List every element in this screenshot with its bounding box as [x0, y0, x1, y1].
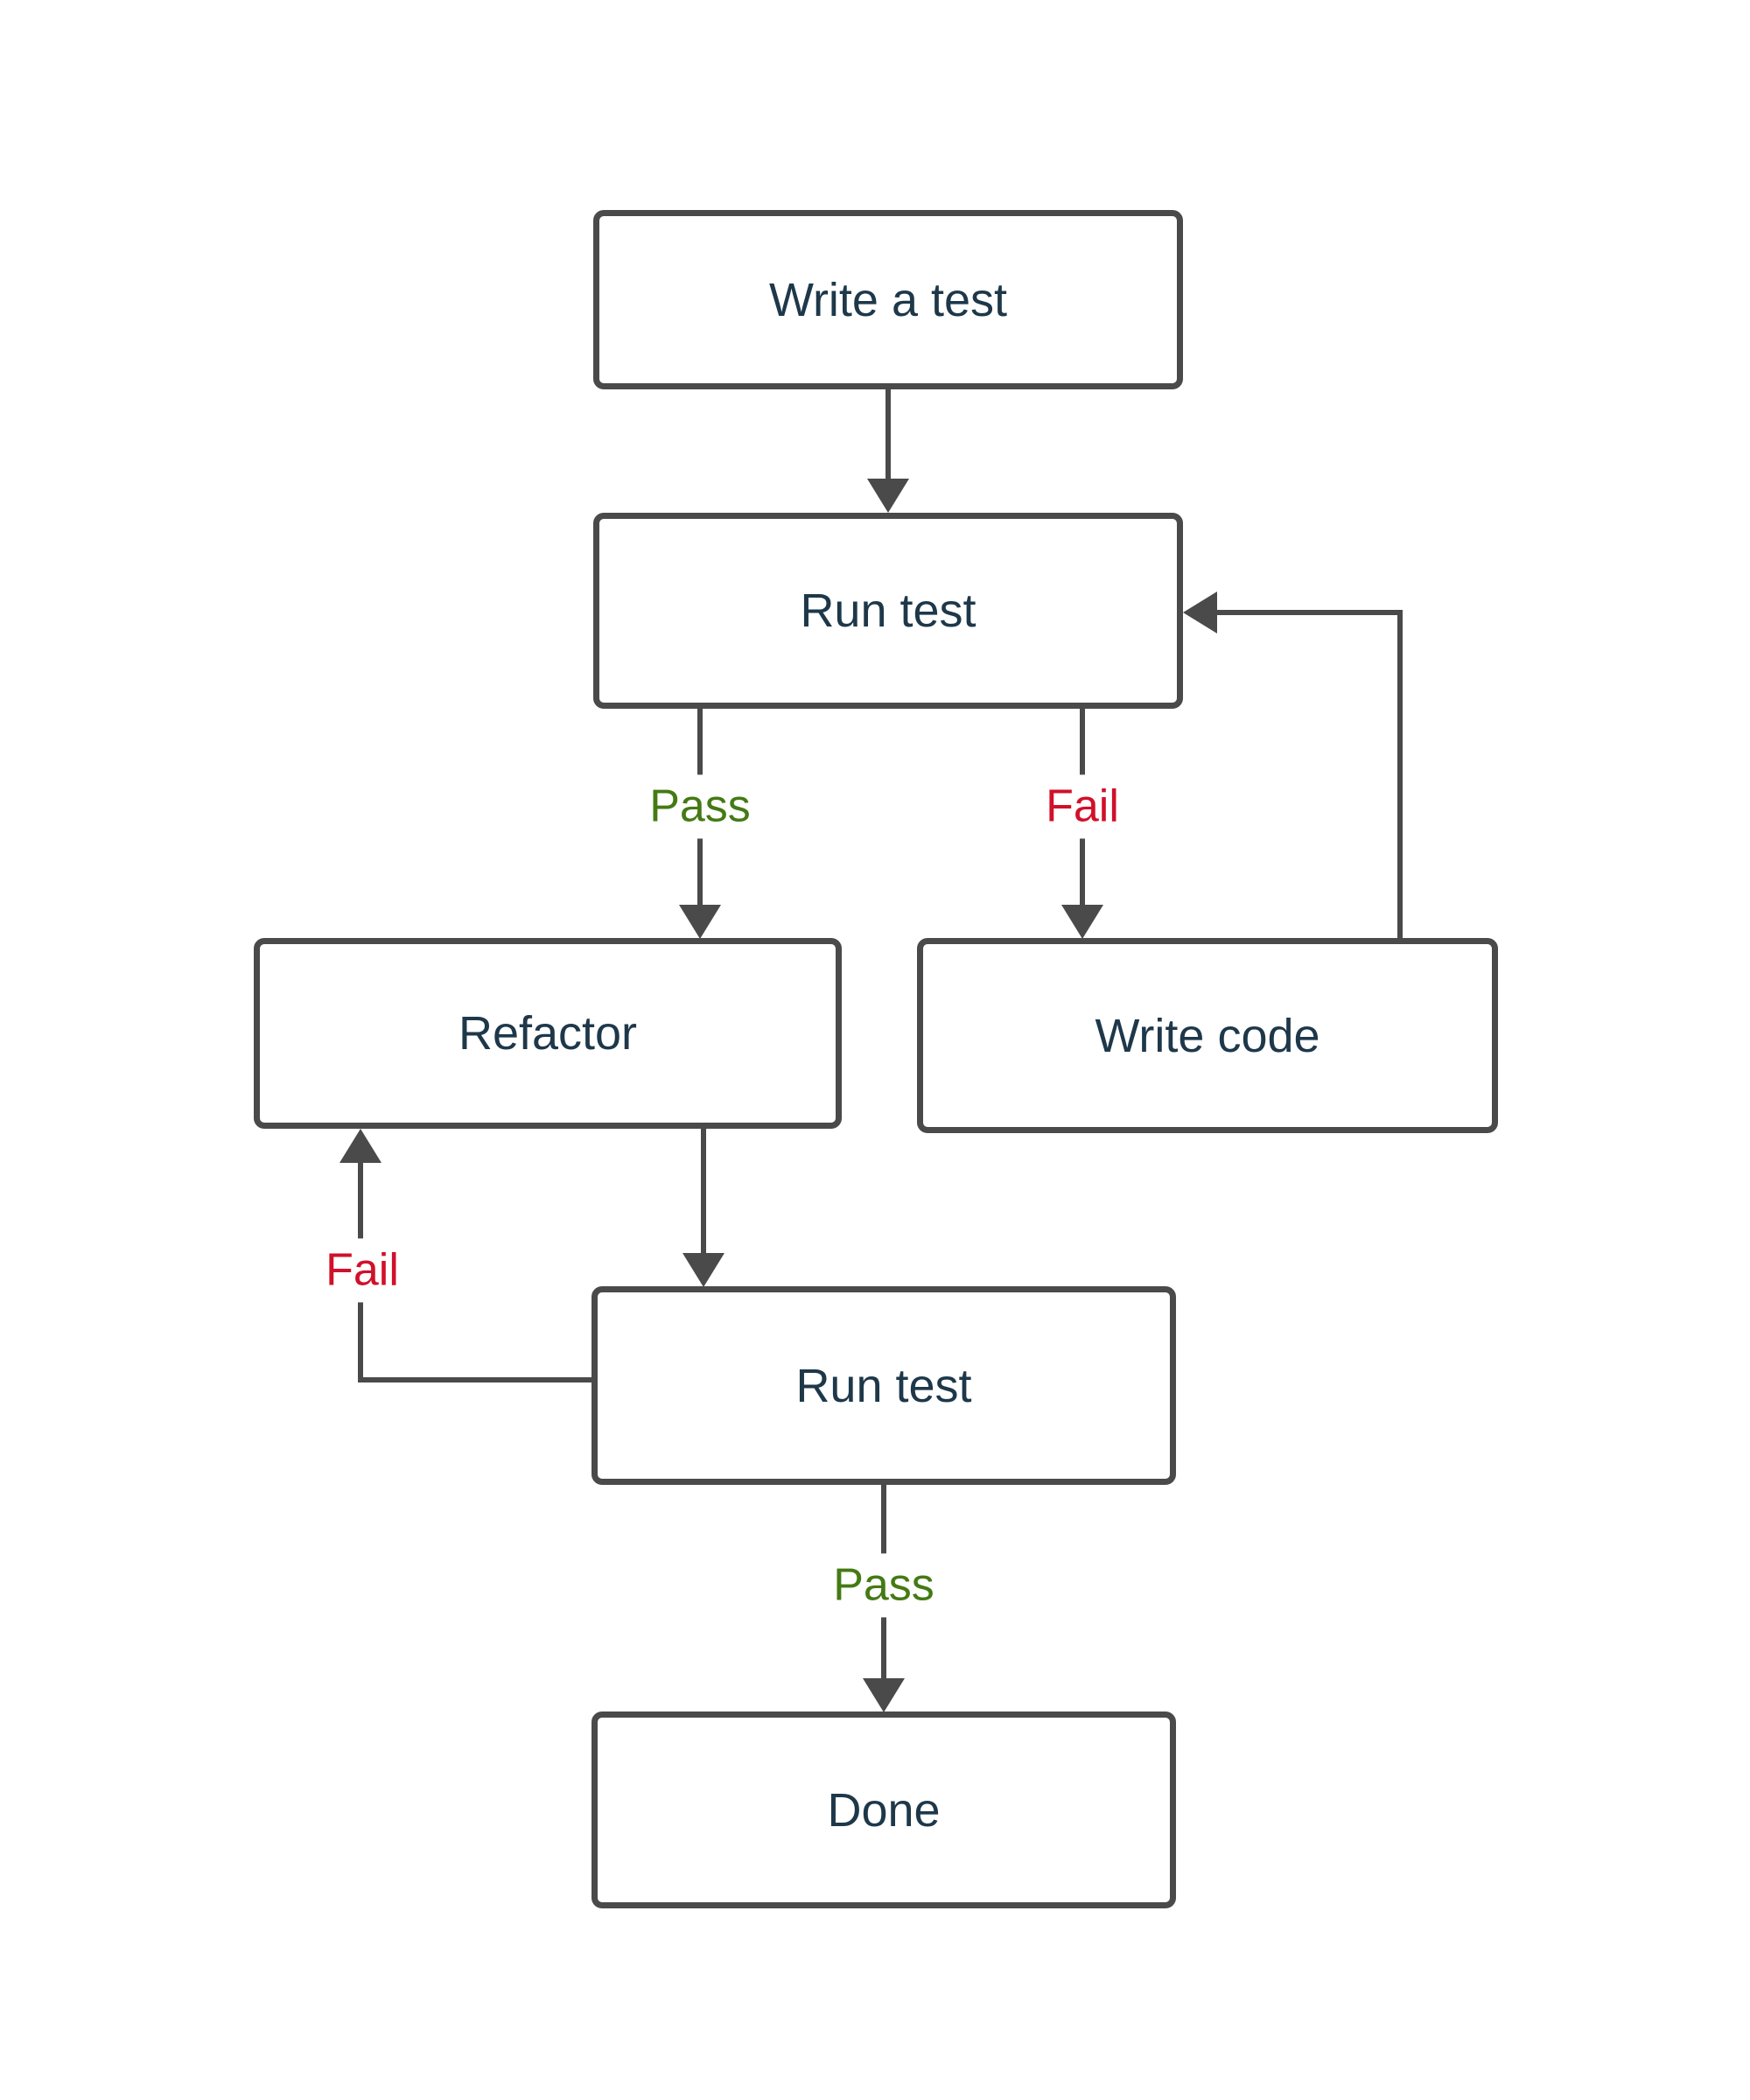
edge-write-test-to-run-test-line	[886, 389, 891, 479]
edge-refactor-to-run-test-line	[701, 1129, 706, 1253]
node-done: Done	[592, 1712, 1176, 1908]
node-write-a-test-label: Write a test	[768, 273, 1008, 326]
edge-label-fail-2: Fail	[315, 1238, 410, 1303]
edge-write-code-loop-vline	[1397, 610, 1403, 938]
arrowhead-down-icon	[1061, 905, 1103, 939]
node-run-test-1-label: Run test	[800, 584, 976, 637]
arrowhead-up-icon	[340, 1129, 382, 1163]
node-run-test-1: Run test	[593, 513, 1183, 709]
node-done-label: Done	[827, 1783, 941, 1837]
node-write-code-label: Write code	[1095, 1009, 1320, 1062]
edge-label-pass-1: Pass	[639, 774, 761, 839]
node-write-a-test: Write a test	[593, 210, 1183, 389]
node-run-test-2: Run test	[592, 1286, 1176, 1485]
node-refactor: Refactor	[254, 938, 842, 1129]
edge-label-fail-1: Fail	[1035, 774, 1130, 839]
arrowhead-down-icon	[867, 479, 909, 513]
arrowhead-down-icon	[679, 905, 721, 939]
edge-run-test-2-fail-hline	[358, 1377, 592, 1382]
node-write-code: Write code	[917, 938, 1498, 1133]
node-refactor-label: Refactor	[458, 1007, 638, 1060]
arrowhead-down-icon	[863, 1678, 905, 1712]
edge-write-code-loop-hline	[1216, 610, 1403, 615]
edge-label-pass-2: Pass	[822, 1553, 945, 1618]
arrowhead-down-icon	[682, 1253, 724, 1287]
arrowhead-left-icon	[1183, 592, 1217, 634]
node-run-test-2-label: Run test	[795, 1359, 972, 1412]
